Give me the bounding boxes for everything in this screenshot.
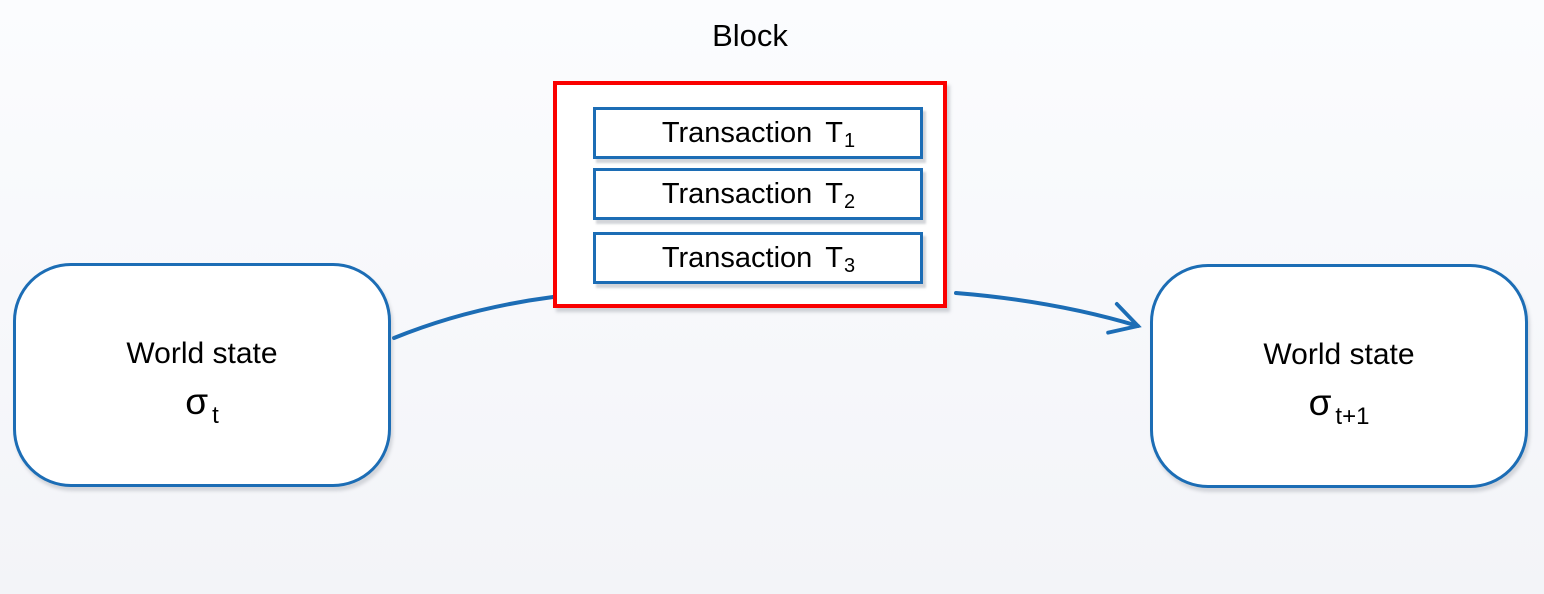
- transaction-symbol: T: [825, 177, 844, 210]
- transaction-word: Transaction: [661, 116, 813, 149]
- transaction-word: Transaction: [661, 241, 813, 274]
- world-state-title: World state: [126, 336, 278, 370]
- transaction-word: Transaction: [661, 177, 813, 210]
- arrow-right-segment: [954, 291, 1142, 335]
- transaction-symbol: T: [825, 241, 844, 274]
- sigma-glyph: σ: [1308, 381, 1332, 423]
- transaction-box-3: Transaction T 3: [593, 232, 923, 284]
- transaction-box-1: Transaction T 1: [593, 107, 923, 159]
- transaction-box-2: Transaction T 2: [593, 168, 923, 220]
- sigma-subscript: t+1: [1335, 402, 1370, 430]
- transaction-symbol: T: [825, 116, 844, 149]
- arrow-left-segment: [392, 295, 555, 340]
- sigma-subscript: t: [212, 401, 219, 429]
- sigma-glyph: σ: [185, 380, 209, 422]
- world-state-title: World state: [1263, 337, 1415, 371]
- block-title: Block: [712, 18, 788, 53]
